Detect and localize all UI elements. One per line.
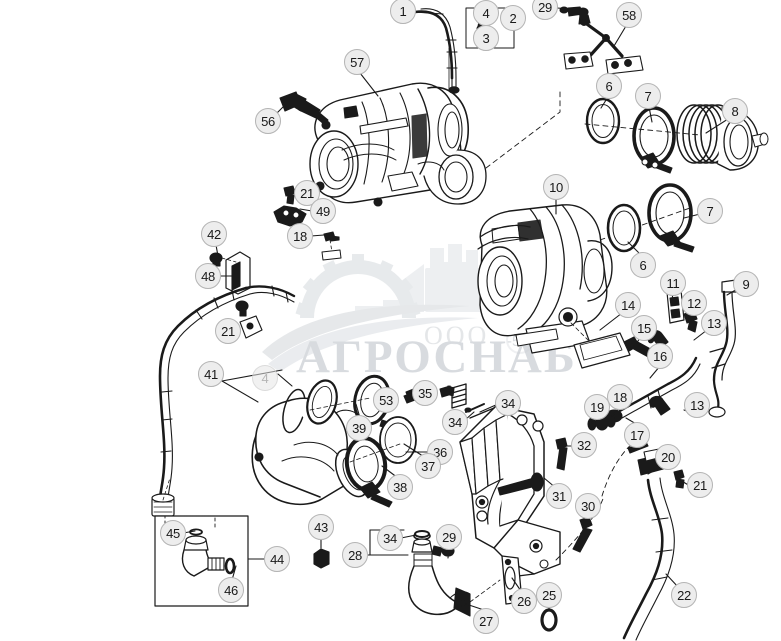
- part-callout-35[interactable]: 35: [412, 380, 438, 406]
- part-callout-45[interactable]: 45: [160, 520, 186, 546]
- part-callout-19[interactable]: 19: [584, 394, 610, 420]
- part-callout-13[interactable]: 13: [701, 310, 727, 336]
- part-callout-53[interactable]: 53: [373, 387, 399, 413]
- part-callout-39[interactable]: 39: [346, 415, 372, 441]
- part-callout-6[interactable]: 6: [630, 252, 656, 278]
- part-callout-9[interactable]: 9: [733, 271, 759, 297]
- part-callout-7[interactable]: 7: [697, 198, 723, 224]
- part-callout-14[interactable]: 14: [615, 292, 641, 318]
- part-callout-10[interactable]: 10: [543, 174, 569, 200]
- part-callout-18[interactable]: 18: [287, 223, 313, 249]
- part-callout-15[interactable]: 15: [631, 315, 657, 341]
- part-callout-43[interactable]: 43: [308, 514, 334, 540]
- part-callout-17[interactable]: 17: [624, 422, 650, 448]
- part-callout-7[interactable]: 7: [635, 83, 661, 109]
- part-callout-21[interactable]: 21: [687, 472, 713, 498]
- part-callout-4[interactable]: 4: [473, 0, 499, 26]
- part-callout-13[interactable]: 13: [684, 392, 710, 418]
- part-callout-42[interactable]: 42: [201, 221, 227, 247]
- part-callout-29[interactable]: 29: [436, 524, 462, 550]
- part-callout-12[interactable]: 12: [681, 290, 707, 316]
- part-callout-28[interactable]: 28: [342, 542, 368, 568]
- part-callout-27[interactable]: 27: [473, 608, 499, 634]
- part-callout-1[interactable]: 1: [390, 0, 416, 24]
- part-callout-6[interactable]: 6: [596, 73, 622, 99]
- part-callout-25[interactable]: 25: [536, 582, 562, 608]
- part-callout-18[interactable]: 18: [607, 384, 633, 410]
- part-callout-16[interactable]: 16: [647, 343, 673, 369]
- part-callout-46[interactable]: 46: [218, 577, 244, 603]
- part-callout-21[interactable]: 21: [215, 318, 241, 344]
- part-callout-49[interactable]: 49: [310, 198, 336, 224]
- part-callout-57[interactable]: 57: [344, 49, 370, 75]
- part-callout-29[interactable]: 29: [532, 0, 558, 20]
- part-callout-3[interactable]: 3: [473, 25, 499, 51]
- part-callout-4[interactable]: 4: [252, 365, 278, 391]
- part-callout-37[interactable]: 37: [415, 453, 441, 479]
- part-callout-38[interactable]: 38: [387, 474, 413, 500]
- part-callout-20[interactable]: 20: [655, 444, 681, 470]
- part-callout-58[interactable]: 58: [616, 2, 642, 28]
- part-callout-34[interactable]: 34: [495, 390, 521, 416]
- part-callout-30[interactable]: 30: [575, 493, 601, 519]
- part-callout-34[interactable]: 34: [377, 525, 403, 551]
- part-callout-22[interactable]: 22: [671, 582, 697, 608]
- part-callout-48[interactable]: 48: [195, 263, 221, 289]
- part-callout-56[interactable]: 56: [255, 108, 281, 134]
- part-callout-34[interactable]: 34: [442, 409, 468, 435]
- part-callout-31[interactable]: 31: [546, 483, 572, 509]
- part-callout-26[interactable]: 26: [511, 588, 537, 614]
- part-callout-32[interactable]: 32: [571, 432, 597, 458]
- part-callout-44[interactable]: 44: [264, 546, 290, 572]
- part-callout-8[interactable]: 8: [722, 98, 748, 124]
- part-callout-2[interactable]: 2: [500, 5, 526, 31]
- part-callout-41[interactable]: 41: [198, 361, 224, 387]
- part-callout-11[interactable]: 11: [660, 270, 686, 296]
